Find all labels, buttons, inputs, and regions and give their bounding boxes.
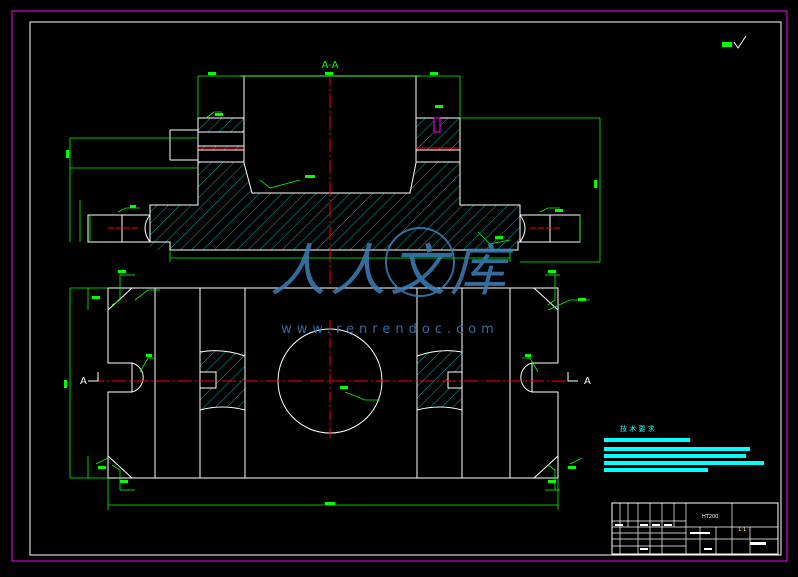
right-counterbore [415,149,461,163]
section-title: A-A [322,60,339,71]
section-mark-left: A [80,376,87,387]
title-block-scale: 1:1 [738,527,746,533]
pin-hole-marker [433,117,441,133]
technical-requirements: 技 术 要 求 [604,424,764,472]
section-view-a-a: A-A [66,60,601,290]
sheet-outer-frame [11,10,788,562]
drawing-border [29,21,782,556]
title-block-material: HT200 [702,514,718,520]
roughness-symbol [722,35,747,49]
watermark-url: www.renrendoc.com [281,322,499,337]
watermark-logo-text: 人人文库 [270,239,514,304]
plan-view: A A [64,270,591,510]
title-block: HT200 1:1 [611,502,779,555]
right-broken-section [416,350,463,411]
left-broken-section [199,350,246,411]
section-mark-right: A [584,376,591,387]
left-counterbore [197,131,245,147]
watermark: 人人文库 www.renrendoc.com [270,227,514,337]
plan-outline [107,287,559,479]
section-outline [87,118,581,251]
tech-req-title: 技 术 要 求 [620,424,655,433]
